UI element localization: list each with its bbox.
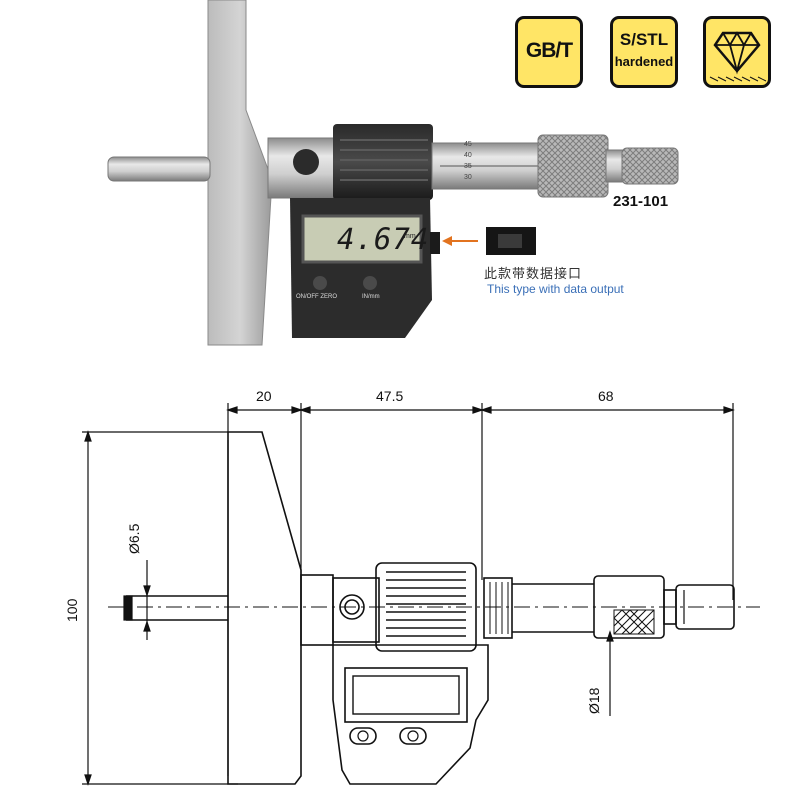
lock-knob (293, 149, 319, 175)
drawing-button-left (349, 727, 377, 745)
rod-diameter-lines (143, 560, 151, 640)
photo-button-right (363, 276, 377, 290)
lcd-screen (301, 214, 423, 264)
lcd-unit: mm (404, 233, 416, 240)
material-badge: S/STL hardened (610, 16, 678, 88)
display-body (332, 644, 489, 785)
height-dimension-lines (82, 430, 238, 786)
caption-english: This type with data output (487, 282, 624, 296)
thimble-mark: 30 (464, 174, 472, 181)
measuring-rod (107, 156, 211, 182)
photo-button-left (313, 276, 327, 290)
dim-height: 100 (64, 598, 80, 622)
drawing-thimble-ring (483, 577, 513, 639)
base-outline (227, 431, 302, 785)
drawing-lcd (344, 667, 468, 723)
diamond-icon (709, 31, 767, 82)
standard-label: GB/T (525, 39, 573, 62)
photo-thimble-marks: 45 40 35 30 (464, 139, 472, 183)
dim-right: 68 (598, 388, 614, 404)
hardened-label: hardened (614, 54, 674, 69)
standard-badge: GB/T (515, 16, 583, 88)
dim-sleeve-diameter: Ø18 (586, 687, 602, 714)
model-number: 231-101 (613, 193, 669, 210)
dim-base-width: 20 (256, 388, 272, 404)
thimble-mark: 45 (464, 141, 472, 148)
sleeve-diameter-lines (606, 630, 614, 716)
lcd-reading: 4.674 (337, 222, 430, 256)
top-dimension-lines (226, 403, 735, 600)
button-label-inmm: IN/mm (362, 294, 380, 300)
dim-middle: 47.5 (376, 388, 404, 404)
neck-block (300, 574, 334, 646)
ribbed-housing (375, 562, 477, 652)
ratchet (621, 147, 679, 185)
diamond-badge (703, 16, 771, 88)
drawing-button-right (399, 727, 427, 745)
product-photo (107, 0, 679, 346)
material-label: S/STL (619, 30, 669, 49)
caption-chinese: 此款带数据接口 (484, 266, 583, 281)
button-label-onoff: ON/OFF ZERO (296, 294, 337, 300)
drawing-sleeve (512, 583, 594, 633)
lock-screw (339, 594, 365, 620)
thimble-mark: 40 (464, 152, 472, 159)
drawing-ratchet (675, 584, 735, 630)
thimble-mark: 35 (464, 163, 472, 170)
dim-rod-diameter: Ø6.5 (126, 523, 142, 554)
rod-outline (126, 595, 228, 621)
